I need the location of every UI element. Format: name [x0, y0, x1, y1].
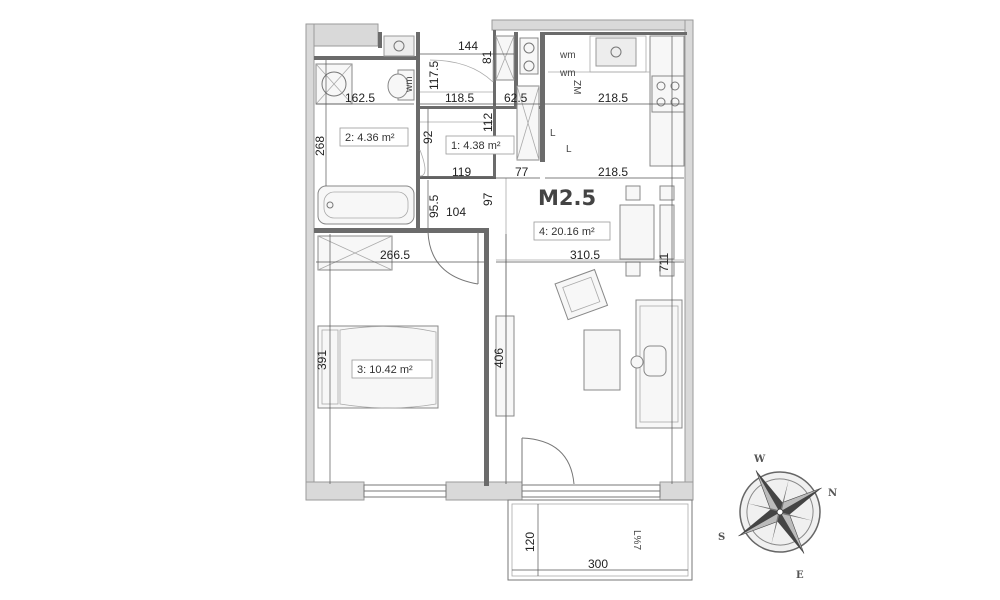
room-tag-1: 1: 4.38 m²: [451, 140, 501, 152]
toilet-icon: [387, 69, 415, 101]
room-tags: 1: 4.38 m² 2: 4.36 m² 3: 10.42 m² 4: 20.…: [339, 127, 611, 379]
dim-266-5: 266.5: [380, 248, 410, 262]
coffee-table: [583, 329, 621, 391]
dim-218-5-mid: 218.5: [598, 165, 628, 179]
dim-104: 104: [446, 205, 466, 219]
dining-table: [619, 204, 655, 260]
bathtub: [317, 185, 415, 225]
dim-95-5: 95.5: [427, 194, 441, 218]
bedroom: [317, 235, 439, 409]
utility-closet: [495, 35, 540, 161]
label-wm-1: wm: [559, 50, 576, 61]
exterior-walls: [305, 19, 694, 501]
room-tag-3: 3: 10.42 m²: [357, 364, 413, 376]
tv-cabinet: [495, 315, 515, 417]
compass-w: W: [753, 454, 766, 465]
label-zm: ZM: [571, 80, 582, 94]
dim-119: 119: [452, 165, 471, 179]
dim-406: 406: [492, 348, 506, 368]
label-wm-2: wm: [559, 68, 576, 79]
compass-s: S: [718, 532, 725, 543]
dim-117-5: 117.5: [427, 61, 441, 90]
compass-e: E: [796, 570, 804, 581]
dim-391: 391: [315, 350, 329, 370]
dimension-labels: 144 81 117.5 162.5 118.5 62.5 218.5 268 …: [313, 39, 671, 571]
room-1-hall: [420, 59, 494, 123]
fixture-labels: wm wm wm ZM L L L%7: [404, 50, 642, 550]
kitchen: [548, 35, 685, 167]
balcony: [507, 499, 693, 581]
dim-120: 120: [523, 532, 537, 552]
armchair: [554, 268, 609, 321]
dim-300: 300: [588, 557, 608, 571]
dim-97: 97: [481, 192, 495, 206]
dim-112: 112: [481, 113, 495, 132]
dimension-lines: [316, 36, 684, 484]
dim-62-5: 62.5: [504, 91, 528, 105]
compass-rose-icon: [738, 470, 822, 554]
dim-92: 92: [421, 130, 435, 144]
sink-icon: [383, 35, 415, 57]
plan-title: M2.5: [538, 186, 596, 210]
room-2-bathroom: [315, 35, 415, 225]
label-wm-3: wm: [404, 76, 415, 93]
dim-218-5-top: 218.5: [598, 91, 628, 105]
dim-162-5: 162.5: [345, 91, 375, 105]
kitchen-sink: [595, 37, 637, 67]
label-l-1: L: [550, 128, 556, 139]
dim-81: 81: [480, 50, 494, 64]
balcony-note: L%7: [631, 530, 642, 550]
stove-icon: [651, 75, 685, 113]
dim-711: 711: [657, 253, 671, 272]
dim-268: 268: [313, 136, 327, 156]
compass-n: N: [828, 488, 837, 499]
room-tag-2: 2: 4.36 m²: [345, 132, 395, 144]
label-l-2: L: [566, 144, 572, 155]
dim-310-5: 310.5: [570, 248, 600, 262]
living-room: [495, 178, 684, 484]
dim-144: 144: [458, 39, 478, 53]
dim-118-5: 118.5: [445, 91, 474, 105]
dim-77: 77: [515, 165, 529, 179]
room-tag-4: 4: 20.16 m²: [539, 226, 595, 238]
doors: [419, 149, 575, 485]
person-icon: [630, 345, 667, 377]
